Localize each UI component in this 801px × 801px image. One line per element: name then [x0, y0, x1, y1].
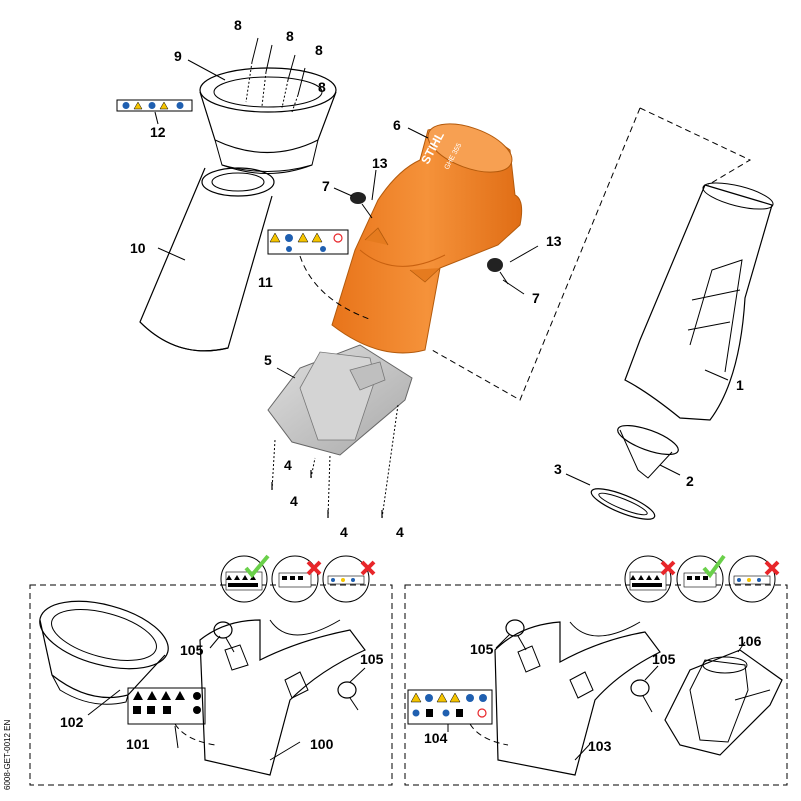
leader-lines: [157, 59, 729, 486]
housing-outline-part-100: [199, 619, 366, 776]
screws-part-8: [245, 37, 306, 113]
housing-outline-part-103: [494, 621, 661, 776]
callout-101: 101: [126, 736, 150, 752]
callout-5: 5: [264, 352, 272, 368]
callout-8c: 8: [315, 42, 323, 58]
callout-4b: 4: [290, 493, 298, 509]
callout-7b: 7: [532, 290, 540, 306]
callout-10: 10: [130, 240, 146, 256]
drawing-code: 6008-GET-0012 EN: [3, 720, 12, 790]
motor-housing-part-6: STIHL GHE 355: [331, 123, 523, 354]
option-cross-left-2: [322, 555, 376, 603]
option-cross-left-1: [271, 555, 322, 603]
check-mark-icon: [244, 554, 270, 579]
option-cross-right-1: [624, 555, 676, 603]
label-sticker-part-12: [116, 99, 193, 125]
knob-part-105-left-b: [337, 681, 359, 711]
label-sticker-part-101: [127, 687, 216, 746]
knob-part-105-left-a: [213, 621, 235, 653]
cross-mark-icon: [360, 560, 376, 576]
assembly-path-line: [431, 107, 752, 401]
funnel-ring-part-9: [199, 67, 337, 174]
check-mark-icon: [702, 554, 726, 579]
callout-2: 2: [686, 473, 694, 489]
ring-part-3: [590, 488, 656, 520]
callout-8d: 8: [318, 79, 326, 95]
base-plate-part-106: [664, 649, 783, 756]
leader-lines-left: [87, 635, 366, 761]
chute-part-1: [624, 182, 774, 421]
option-check-left: [220, 554, 270, 603]
callout-102: 102: [60, 714, 84, 730]
label-options-right: [624, 554, 780, 603]
callout-105b: 105: [360, 651, 384, 667]
callout-106: 106: [738, 633, 762, 649]
callout-1: 1: [736, 377, 744, 393]
callout-8b: 8: [286, 28, 294, 44]
feed-tube-part-10: [139, 167, 275, 352]
callout-4a: 4: [284, 457, 292, 473]
cross-mark-icon: [764, 560, 780, 576]
prohibition-icon: [477, 708, 487, 718]
option-cross-right-2: [728, 555, 780, 603]
knob-part-105-right-b: [630, 679, 653, 713]
cross-mark-icon: [306, 560, 322, 576]
knob-part-105-right-a: [505, 619, 527, 651]
callout-100: 100: [310, 736, 334, 752]
funnel-insert-part-2: [617, 424, 679, 479]
screws-part-4: [271, 404, 399, 519]
callout-9: 9: [174, 48, 182, 64]
leader-lines-right: [447, 633, 746, 761]
callout-105c: 105: [470, 641, 494, 657]
callout-13b: 13: [546, 233, 562, 249]
label-sticker-part-11: [267, 229, 373, 321]
funnel-ring-part-102: [39, 600, 169, 705]
callout-13a: 13: [372, 155, 388, 171]
callout-7a: 7: [322, 178, 330, 194]
variant-panel-left: [29, 584, 393, 786]
callout-103: 103: [588, 738, 612, 754]
label-options-left: [220, 554, 376, 603]
callout-12: 12: [150, 124, 166, 140]
callout-11: 11: [258, 274, 273, 290]
callout-105d: 105: [652, 651, 676, 667]
label-sticker-part-104: [407, 689, 509, 746]
knob-part-7-left: [350, 192, 373, 219]
callout-3: 3: [554, 461, 562, 477]
callout-6: 6: [393, 117, 401, 133]
base-plate-part-5: [267, 344, 413, 456]
callout-4c: 4: [340, 524, 348, 540]
callout-4d: 4: [396, 524, 404, 540]
cross-mark-icon: [660, 560, 676, 576]
option-check-right: [676, 554, 726, 603]
knob-part-7-right: [487, 258, 509, 285]
callout-8a: 8: [234, 17, 242, 33]
callout-104: 104: [424, 730, 448, 746]
variant-panel-right: [404, 584, 788, 786]
callout-105a: 105: [180, 642, 204, 658]
